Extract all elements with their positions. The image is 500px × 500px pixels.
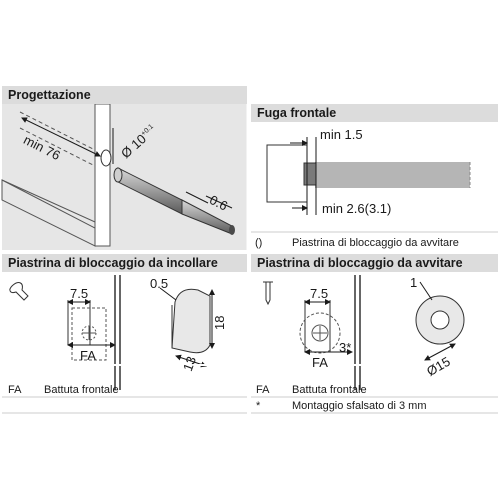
dim-avv-7-5: 7.5 [310,286,329,301]
dim-avv-fa: FA [312,355,328,370]
cabinet-side-drawing [1,103,235,247]
dim-inc-18: 18 [212,315,227,330]
header-piastrina-avvitare: Piastrina di bloccaggio da avvitare [251,254,498,272]
dim-inc-0-5: 0.5 [150,276,169,291]
fuga-drawing [266,137,471,215]
legend-fa-symbol-left: FA [8,384,22,396]
avvitare-drawing [263,275,465,390]
dim-min-1-5: min 1.5 [320,127,363,142]
header-fuga-frontale: Fuga frontale [251,104,498,122]
legend-paren-text: Piastrina di bloccaggio da avvitare [292,237,459,249]
dim-min-2-6: min 2.6(3.1) [322,201,392,216]
legend-star-text: Montaggio sfalsato di 3 mm [292,400,427,412]
legend-fa-symbol-right: FA [256,384,270,396]
legend-fa-text-left: Battuta frontale [44,384,119,396]
dim-inc-fa: FA [80,348,96,363]
legend-star-symbol: * [256,400,261,412]
legend-paren-symbol: () [255,237,263,249]
incollare-drawing [9,275,215,390]
header-piastrina-incollare: Piastrina di bloccaggio da incollare [2,254,247,272]
dim-inc-7-5: 7.5 [70,286,89,301]
header-progettazione: Progettazione [2,86,247,104]
dim-avv-1: 1 [410,275,418,290]
dim-avv-3-star: 3* [339,340,352,355]
legend-fa-text-right: Battuta frontale [292,384,367,396]
